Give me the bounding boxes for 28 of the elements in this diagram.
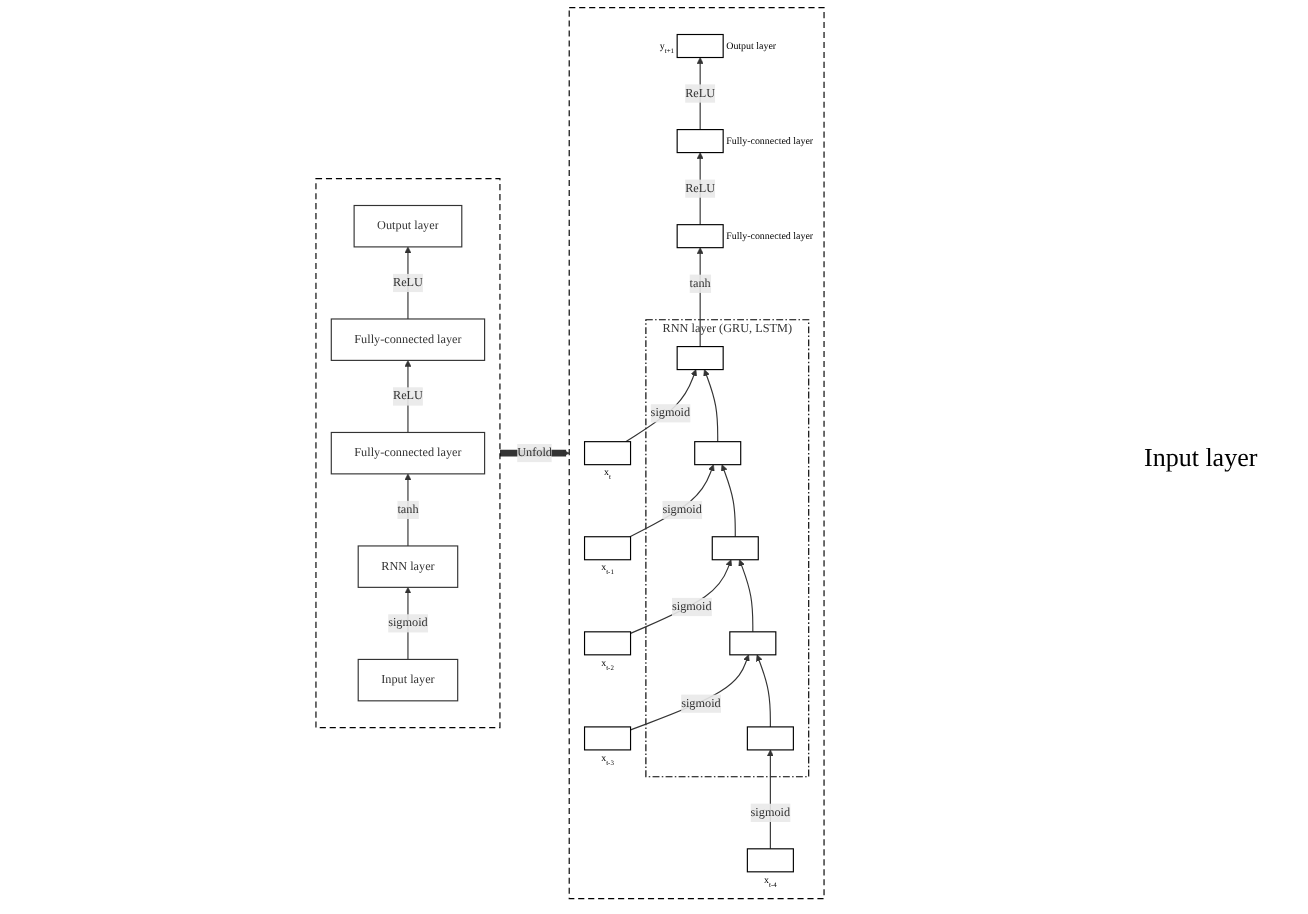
node-box bbox=[711, 536, 759, 561]
arrow bbox=[404, 473, 412, 547]
arrow bbox=[625, 369, 697, 443]
arrow bbox=[720, 464, 736, 538]
arrow bbox=[629, 654, 750, 731]
arrow bbox=[404, 587, 412, 660]
arrow bbox=[696, 247, 704, 348]
node-box bbox=[676, 33, 724, 59]
arrow bbox=[738, 559, 754, 633]
node-box bbox=[676, 224, 724, 249]
layer-label: Input layer bbox=[1144, 441, 1260, 473]
node-box bbox=[676, 129, 724, 154]
node-box bbox=[583, 726, 632, 751]
node-box bbox=[729, 631, 777, 656]
arrow bbox=[756, 654, 771, 728]
arrow bbox=[703, 369, 719, 443]
node-box bbox=[583, 631, 632, 656]
cluster bbox=[315, 178, 501, 729]
arrow bbox=[629, 464, 715, 538]
arrow bbox=[629, 559, 733, 634]
node-box bbox=[583, 536, 632, 561]
node-box bbox=[746, 848, 794, 873]
node-box bbox=[746, 726, 794, 751]
arrow bbox=[767, 749, 774, 850]
node-box bbox=[676, 346, 724, 371]
cluster bbox=[568, 7, 825, 900]
node-box bbox=[583, 441, 632, 466]
node-box bbox=[694, 441, 742, 466]
